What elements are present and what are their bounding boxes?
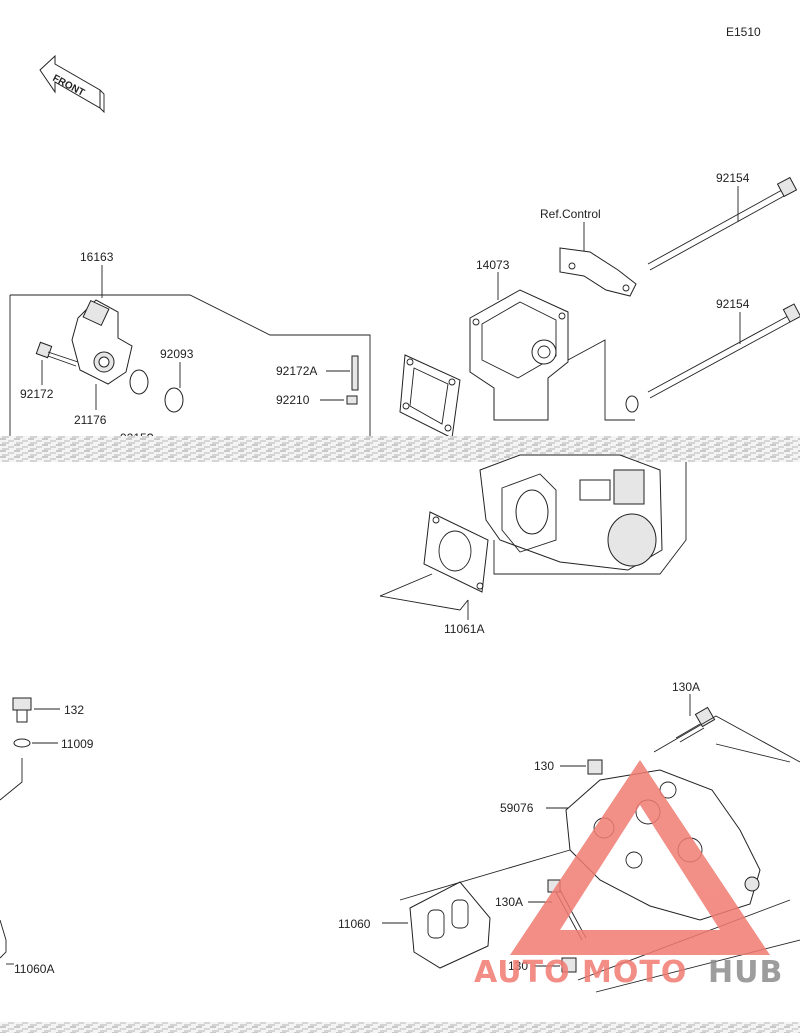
label-16163: 16163 bbox=[80, 250, 114, 264]
label-92154-mid: 92154 bbox=[716, 297, 750, 311]
control-bracket-part bbox=[559, 247, 637, 297]
diagram-code: E1510 bbox=[726, 25, 761, 39]
washer-92154-part bbox=[625, 395, 639, 413]
label-59076: 59076 bbox=[500, 801, 534, 815]
label-92093: 92093 bbox=[160, 347, 194, 361]
group-bracket-16163 bbox=[10, 294, 371, 440]
bolt-92154-mid-part bbox=[647, 303, 800, 399]
housing-14073-part bbox=[469, 289, 569, 421]
label-92172A: 92172A bbox=[276, 364, 317, 378]
automotohub-watermark-logo: AUTO MOTO HUB bbox=[474, 760, 783, 990]
label-130-bottom: 130 bbox=[508, 959, 528, 973]
scan-noise-bottom bbox=[0, 1022, 800, 1033]
gasket-11061A-part bbox=[423, 511, 489, 593]
watermark-moto: MOTO bbox=[582, 955, 687, 990]
screw-92172-part bbox=[35, 341, 79, 367]
watermark-hub: HUB bbox=[708, 955, 783, 990]
label-11060: 11060 bbox=[338, 917, 371, 931]
bolt-130A-top-part bbox=[675, 706, 716, 743]
label-11061A: 11061A bbox=[444, 622, 484, 636]
washer-92093-part bbox=[164, 387, 184, 413]
nut-92210-part bbox=[346, 395, 358, 405]
bolt-130-part bbox=[587, 759, 603, 775]
watermark-auto: AUTO bbox=[474, 955, 571, 990]
bolt-130-bottom-part bbox=[561, 957, 577, 973]
throttle-body-part bbox=[479, 454, 663, 571]
throttle-sensor-part bbox=[71, 299, 133, 385]
label-130A-mid: 130A bbox=[495, 895, 523, 909]
label-92154-top: 92154 bbox=[716, 171, 750, 185]
bolt-92154-top-part bbox=[647, 176, 798, 271]
scan-noise-band bbox=[0, 436, 800, 462]
label-11060A: 11060A bbox=[14, 962, 54, 976]
bolt-132-part bbox=[12, 697, 32, 723]
stud-92172A-part bbox=[351, 355, 359, 391]
label-21176: 21176 bbox=[74, 413, 107, 427]
label-92172: 92172 bbox=[20, 387, 54, 401]
label-14073: 14073 bbox=[476, 258, 510, 272]
label-11009: 11009 bbox=[61, 737, 94, 751]
label-92210: 92210 bbox=[276, 393, 310, 407]
o-ring-part bbox=[129, 369, 149, 395]
gasket-upper-part bbox=[399, 354, 461, 439]
label-130: 130 bbox=[534, 759, 554, 773]
label-132: 132 bbox=[64, 703, 84, 717]
label-130A-top: 130A bbox=[672, 680, 700, 694]
ref-control-label: Ref.Control bbox=[540, 207, 601, 221]
front-arrow-icon: FRONT bbox=[39, 54, 105, 114]
washer-11009-part bbox=[13, 738, 31, 748]
